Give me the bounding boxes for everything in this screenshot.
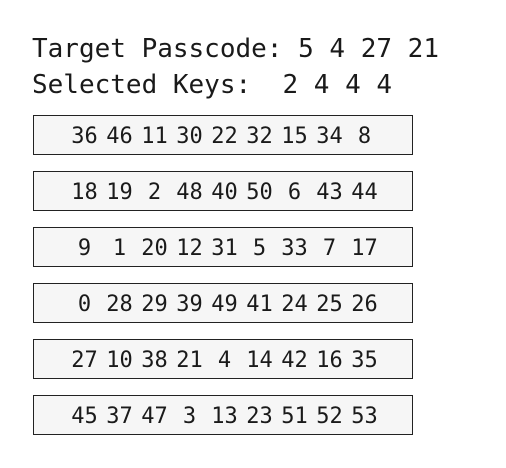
key-button[interactable]: 36 [71, 124, 98, 149]
key-button[interactable]: 22 [211, 124, 238, 149]
key-button[interactable]: 35 [351, 348, 378, 373]
key-button[interactable]: 48 [176, 180, 203, 205]
key-button[interactable]: 4 [217, 348, 232, 373]
key-button[interactable]: 40 [211, 180, 238, 205]
key-button[interactable]: 16 [316, 348, 343, 373]
key-button[interactable]: 10 [106, 348, 133, 373]
keypad-row-2: 18 19 2 48 40 50 6 43 44 [33, 171, 413, 211]
key-button[interactable]: 5 [252, 236, 267, 261]
key-button[interactable]: 13 [211, 404, 238, 429]
key-button[interactable]: 28 [106, 292, 133, 317]
target-passcode-label: Target Passcode: [32, 34, 283, 64]
key-button[interactable]: 25 [316, 292, 343, 317]
key-button[interactable]: 53 [351, 404, 378, 429]
key-button[interactable]: 8 [357, 124, 372, 149]
key-button[interactable]: 17 [351, 236, 378, 261]
keypad-row-5: 27 10 38 21 4 14 42 16 35 [33, 339, 413, 379]
key-button[interactable]: 0 [77, 292, 92, 317]
key-button[interactable]: 38 [141, 348, 168, 373]
key-button[interactable]: 41 [246, 292, 273, 317]
selected-keys-value: 2 4 4 4 [282, 70, 393, 100]
key-button[interactable]: 14 [246, 348, 273, 373]
key-button[interactable]: 27 [71, 348, 98, 373]
key-button[interactable]: 18 [71, 180, 98, 205]
key-button[interactable]: 50 [246, 180, 273, 205]
key-button[interactable]: 44 [351, 180, 378, 205]
key-button[interactable]: 30 [176, 124, 203, 149]
key-button[interactable]: 9 [77, 236, 92, 261]
keypad-row-4: 0 28 29 39 49 41 24 25 26 [33, 283, 413, 323]
key-button[interactable]: 12 [176, 236, 203, 261]
key-button[interactable]: 1 [112, 236, 127, 261]
key-button[interactable]: 51 [281, 404, 308, 429]
key-button[interactable]: 24 [281, 292, 308, 317]
key-button[interactable]: 11 [141, 124, 168, 149]
key-button[interactable]: 23 [246, 404, 273, 429]
key-button[interactable]: 34 [316, 124, 343, 149]
key-button[interactable]: 31 [211, 236, 238, 261]
keypad-row-1: 36 46 11 30 22 32 15 34 8 [33, 115, 413, 155]
key-button[interactable]: 43 [316, 180, 343, 205]
key-button[interactable]: 29 [141, 292, 168, 317]
key-button[interactable]: 2 [147, 180, 162, 205]
key-button[interactable]: 21 [176, 348, 203, 373]
key-button[interactable]: 37 [106, 404, 133, 429]
keypad-row-6: 45 37 47 3 13 23 51 52 53 [33, 395, 413, 435]
target-passcode-value: 5 4 27 21 [298, 34, 439, 64]
key-button[interactable]: 20 [141, 236, 168, 261]
key-button[interactable]: 52 [316, 404, 343, 429]
selected-keys-label: Selected Keys: [32, 70, 252, 100]
key-button[interactable]: 15 [281, 124, 308, 149]
selected-keys-line: Selected Keys: 2 4 4 4 [32, 70, 392, 100]
key-button[interactable]: 6 [287, 180, 302, 205]
key-button[interactable]: 47 [141, 404, 168, 429]
key-button[interactable]: 19 [106, 180, 133, 205]
key-button[interactable]: 42 [281, 348, 308, 373]
key-button[interactable]: 46 [106, 124, 133, 149]
key-button[interactable]: 3 [182, 404, 197, 429]
target-passcode-line: Target Passcode: 5 4 27 21 [32, 34, 439, 64]
key-button[interactable]: 32 [246, 124, 273, 149]
key-button[interactable]: 39 [176, 292, 203, 317]
key-button[interactable]: 7 [322, 236, 337, 261]
key-button[interactable]: 33 [281, 236, 308, 261]
key-button[interactable]: 45 [71, 404, 98, 429]
key-button[interactable]: 26 [351, 292, 378, 317]
key-button[interactable]: 49 [211, 292, 238, 317]
